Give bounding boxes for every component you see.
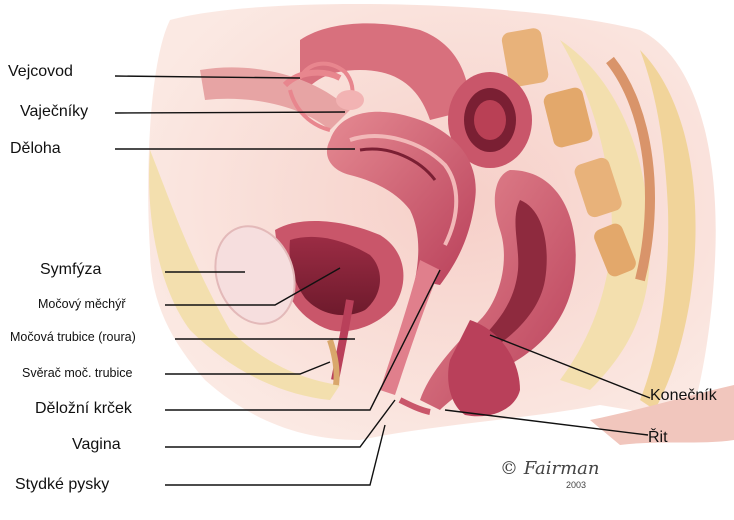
- label-vejcovod: Vejcovod: [8, 64, 73, 80]
- label-symfyza: Symfýza: [40, 262, 101, 278]
- label-deloha: Děloha: [10, 141, 61, 157]
- label-sverac: Svěrač moč. trubice: [22, 367, 132, 380]
- label-mocova-trubice: Močová trubice (roura): [10, 331, 136, 344]
- label-mocovy-mechyr: Močový měchýř: [38, 298, 126, 311]
- artist-signature: © Fairman: [500, 458, 600, 479]
- signature-name: Fairman: [524, 458, 600, 479]
- label-rit: Řit: [648, 430, 668, 446]
- label-konecnik: Konečník: [650, 388, 717, 404]
- label-stydke-pysky: Stydké pysky: [15, 477, 109, 493]
- label-vagina: Vagina: [72, 437, 121, 453]
- label-vajecniky: Vaječníky: [20, 104, 88, 120]
- label-delozni-krcek: Děložní krček: [35, 401, 132, 417]
- signature-year: 2003: [566, 480, 586, 490]
- leader-vajecniky: [115, 112, 345, 113]
